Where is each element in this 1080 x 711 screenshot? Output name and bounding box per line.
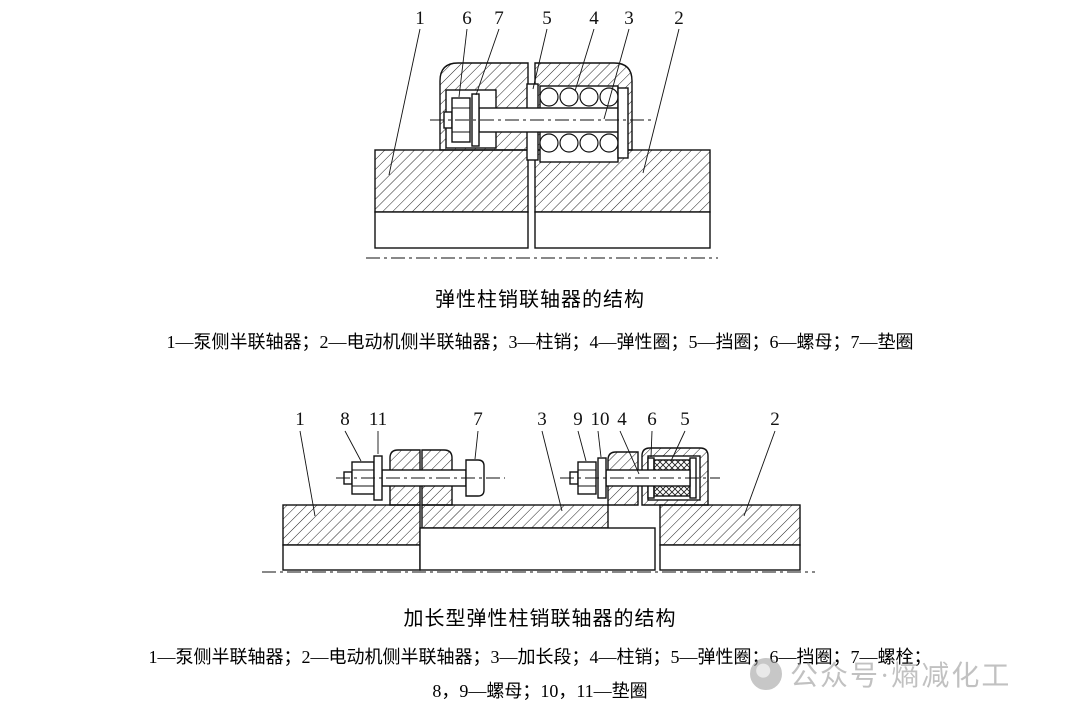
diagram2-title: 加长型弹性柱销联轴器的结构 [403,608,677,630]
leader-line [642,28,680,174]
leader-line [577,430,587,462]
leader-line [532,28,548,90]
leader-line [458,28,468,98]
diagram2-caption-line1: 1—泵侧半联轴器；2—电动机侧半联轴器；3—加长段；4—柱销；5—弹性圈；6—挡… [148,647,932,667]
watermark: 公众号·熵减化工 [750,654,1011,694]
leader-line [574,28,595,92]
elastic-rings [539,87,619,153]
diagram2-caption-line2: 8，9—螺母；10，11—垫圈 [432,681,648,701]
leader-line [541,430,563,512]
diagram-extended-elastic-pin-coupling: 1 8 11 7 3 9 10 4 6 5 2 [262,409,815,573]
leader-line [388,28,421,176]
part-label-7b: 7 [473,409,483,430]
pump-side-hub-bore [374,211,529,249]
extension-spacer-wall [421,504,609,529]
part-label-2: 2 [674,8,684,29]
part-label-4b: 4 [617,409,627,430]
leader-lines-top [388,28,680,176]
pump-side-hub-bore-2 [282,544,421,571]
leader-line [474,430,479,460]
part-label-11: 11 [369,409,387,430]
pump-side-half-coupling-2 [282,504,421,546]
part-label-9: 9 [573,409,583,430]
motor-side-hub-bore-2 [659,544,801,571]
leader-line [475,28,500,96]
part-label-2b: 2 [770,409,780,430]
part-label-5: 5 [542,8,552,29]
extension-spacer-interior [419,527,656,571]
part-label-1b: 1 [295,409,305,430]
centerlines-top [366,119,718,259]
part-label-4: 4 [589,8,599,29]
part-label-7: 7 [494,8,504,29]
part-label-10: 10 [591,409,610,430]
leader-line [299,430,316,517]
leader-lines-bottom [299,430,776,517]
diagram-elastic-pin-coupling: 1 6 7 5 4 3 2 [366,8,718,259]
pin-end-plate [617,87,629,159]
part-label-3b: 3 [537,409,547,430]
part-label-6: 6 [462,8,472,29]
part-label-3: 3 [624,8,634,29]
diagram1-caption: 1—泵侧半联轴器；2—电动机侧半联轴器；3—柱销；4—弹性圈；5—挡圈；6—螺母… [166,332,914,352]
centerlines-bottom [262,477,815,573]
part-label-8: 8 [340,409,350,430]
diagram1-title: 弹性柱销联轴器的结构 [435,289,645,311]
leader-line [597,430,602,458]
motor-side-half-coupling-2 [659,504,801,546]
part-labels-top: 1 6 7 5 4 3 2 [415,8,684,29]
part-label-6b: 6 [647,409,657,430]
leader-line [650,430,653,458]
part-labels-bottom: 1 8 11 7 3 9 10 4 6 5 2 [295,409,780,430]
leader-line [344,430,362,462]
leader-line [743,430,776,517]
pump-side-half-coupling [374,149,529,213]
part-label-1: 1 [415,8,425,29]
motor-side-hub-bore [534,211,711,249]
watermark-text: 公众号·熵减化工 [790,661,1012,692]
leader-line [603,28,630,120]
watermark-logo-icon [750,658,782,690]
leader-line [619,430,640,475]
part-label-5b: 5 [680,409,690,430]
leader-line [670,430,686,462]
